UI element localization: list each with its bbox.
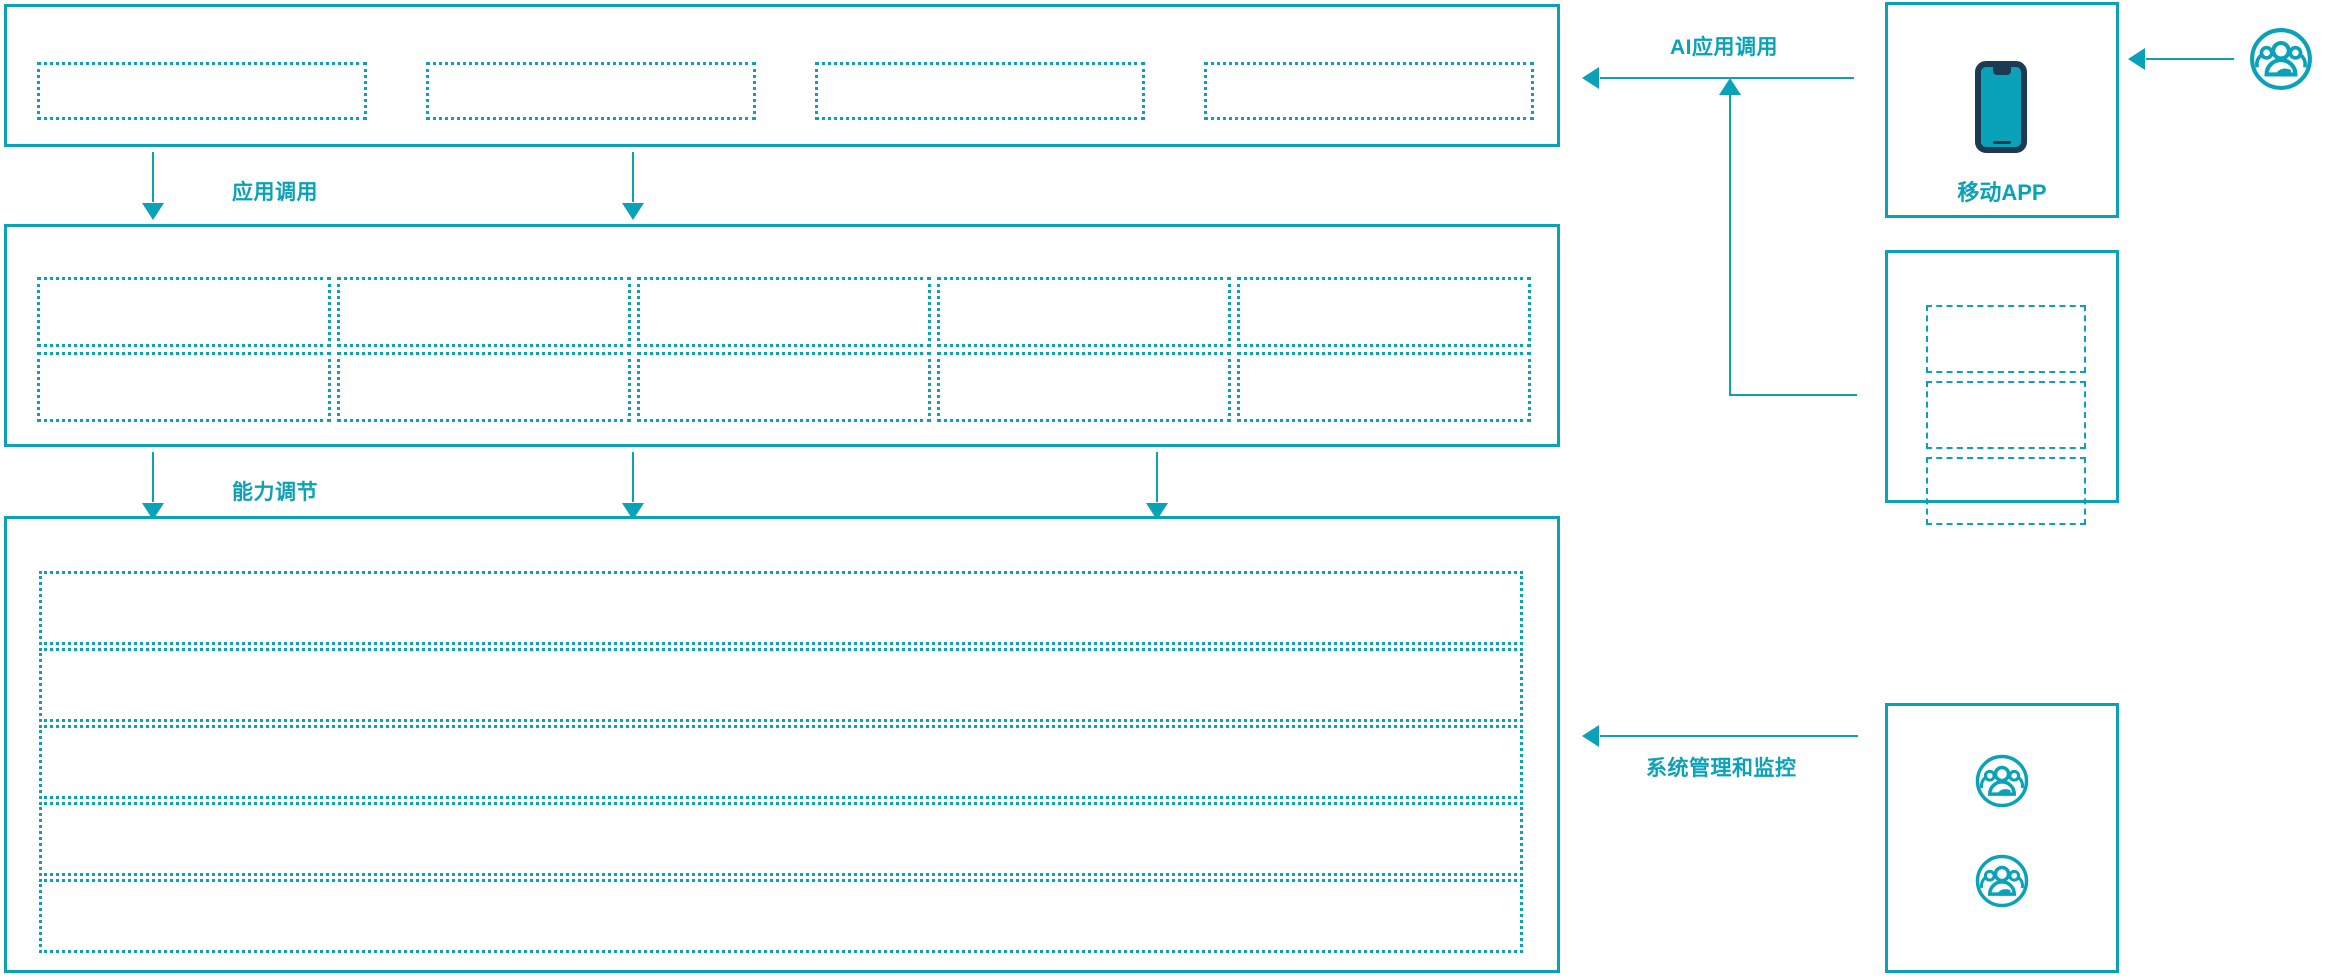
capability-adjust-arrow-2: [632, 452, 634, 502]
system-manage-monitor-arrow: [1600, 735, 1858, 737]
infra-bar-5[interactable]: [39, 879, 1523, 953]
app-call-label: 应用调用: [232, 181, 318, 204]
infra-bar-3[interactable]: [39, 725, 1523, 799]
app-cell-3[interactable]: [815, 62, 1145, 120]
cap-cell-r1c5[interactable]: [1237, 277, 1531, 347]
mobile-app-panel[interactable]: 移动APP: [1885, 2, 2119, 218]
capability-layer-container: [4, 224, 1560, 447]
operators-panel: [1885, 703, 2119, 973]
channel-panel: [1885, 250, 2119, 525]
cap-cell-r2c4[interactable]: [937, 352, 1231, 422]
mobile-app-caption: 移动APP: [1957, 180, 2047, 205]
infra-bar-1[interactable]: [39, 571, 1523, 645]
cap-cell-r2c1[interactable]: [37, 352, 331, 422]
cap-cell-r2c2[interactable]: [337, 352, 631, 422]
end-user-actor[interactable]: [2248, 26, 2314, 97]
smartphone-icon: [1973, 61, 2031, 158]
app-cell-4[interactable]: [1204, 62, 1534, 120]
application-layer-container: [4, 4, 1560, 147]
operator-icon-2[interactable]: [1974, 853, 2030, 914]
app-cell-1[interactable]: [37, 62, 367, 120]
cap-cell-r1c4[interactable]: [937, 277, 1231, 347]
capability-adjust-label: 能力调节: [232, 481, 318, 504]
channel-feed-arrow-head: [1719, 78, 1741, 95]
cap-cell-r2c5[interactable]: [1237, 352, 1531, 422]
cap-cell-r1c2[interactable]: [337, 277, 631, 347]
infra-bar-4[interactable]: [39, 802, 1523, 876]
capability-adjust-arrow-3: [1156, 452, 1158, 502]
capability-adjust-arrow-1: [152, 452, 154, 502]
cap-cell-r1c1[interactable]: [37, 277, 331, 347]
app-cell-2[interactable]: [426, 62, 756, 120]
infra-bar-2[interactable]: [39, 648, 1523, 722]
app-call-arrow-2: [632, 152, 634, 202]
app-call-arrow-1: [152, 152, 154, 202]
system-manage-monitor-label: 系统管理和监控: [1646, 757, 1797, 780]
channel-cell-2[interactable]: [1926, 381, 2086, 449]
ai-app-call-label: AI应用调用: [1670, 36, 1778, 59]
channel-feed-horizontal-line: [1729, 394, 1857, 396]
infrastructure-layer-container: [4, 516, 1560, 973]
operator-icon-1[interactable]: [1974, 753, 2030, 814]
cap-cell-r2c3[interactable]: [637, 352, 931, 422]
end-user-to-mobile-arrow: [2146, 58, 2234, 60]
cap-cell-r1c3[interactable]: [637, 277, 931, 347]
channel-cell-3[interactable]: [1926, 457, 2086, 525]
channel-cell-1[interactable]: [1926, 305, 2086, 373]
channel-feed-vertical-line: [1729, 95, 1731, 395]
